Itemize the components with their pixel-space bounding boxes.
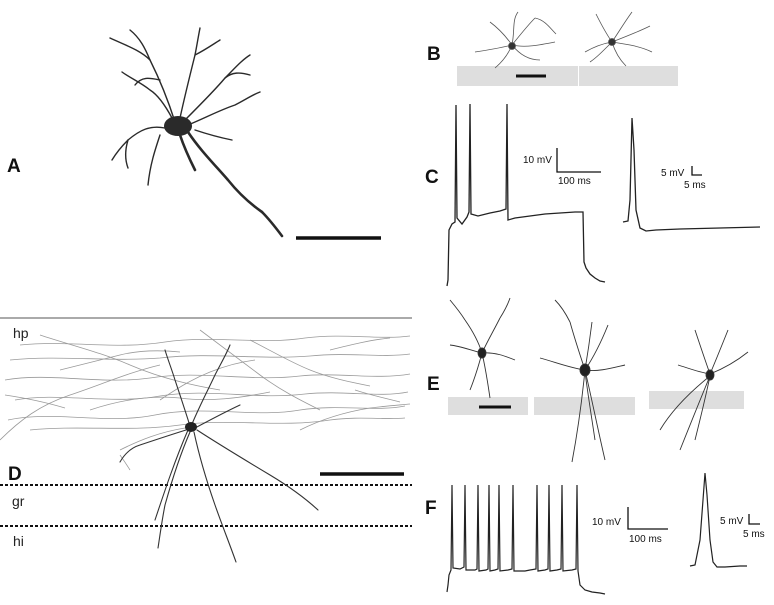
panel-f-scale-time: 100 ms [629, 534, 662, 545]
panel-label-e: E [427, 374, 440, 395]
panel-c-voltage-trace [446, 103, 606, 287]
layer-label-hp: hp [13, 325, 29, 341]
panel-c-ap-scale-bar: 5 mV 5 ms [661, 166, 706, 191]
panel-c-scale-time: 100 ms [558, 176, 591, 187]
panel-e-neuron-1 [449, 297, 516, 399]
panel-e-neuron-3 [659, 329, 749, 451]
panel-e-layer-band-3 [649, 391, 744, 409]
panel-e-neuron-2 [539, 299, 626, 463]
panel-f-ap-scale-bar: 5 mV 5 ms [720, 514, 765, 540]
panel-label-c: C [425, 167, 439, 188]
panel-d-soma [185, 422, 197, 432]
panel-c-scale-bar: 10 mV 100 ms [523, 148, 601, 187]
panel-c-action-potential [622, 117, 761, 232]
panel-label-f: F [425, 498, 437, 519]
panel-label-d: D [8, 464, 22, 485]
panel-d-axon-plexus [0, 329, 411, 471]
panel-a-neuron [109, 27, 284, 238]
panel-label-a: A [7, 156, 21, 177]
panel-f-scale-bar: 10 mV 100 ms [592, 507, 668, 545]
panel-f-action-potential [689, 472, 747, 568]
panel-c-scale-voltage: 10 mV [523, 155, 552, 166]
panel-f-ap-scale-voltage: 5 mV [720, 516, 744, 527]
panel-f-ap-scale-time: 5 ms [743, 529, 765, 540]
panel-c-ap-scale-time: 5 ms [684, 180, 706, 191]
panel-e-layer-band-2 [534, 397, 635, 415]
panel-label-b: B [427, 44, 441, 65]
panel-d-neuron [119, 344, 319, 563]
panel-f-voltage-trace [446, 484, 606, 595]
panel-b-neuron-1 [474, 11, 557, 69]
panel-b-neuron-2 [584, 11, 653, 67]
panel-a-soma [164, 116, 192, 136]
layer-label-hi: hi [13, 533, 24, 549]
panel-b-layer-band-2 [579, 66, 678, 86]
panel-c-ap-scale-voltage: 5 mV [661, 168, 685, 179]
layer-label-gr: gr [12, 493, 25, 509]
panel-f-scale-voltage: 10 mV [592, 517, 621, 528]
